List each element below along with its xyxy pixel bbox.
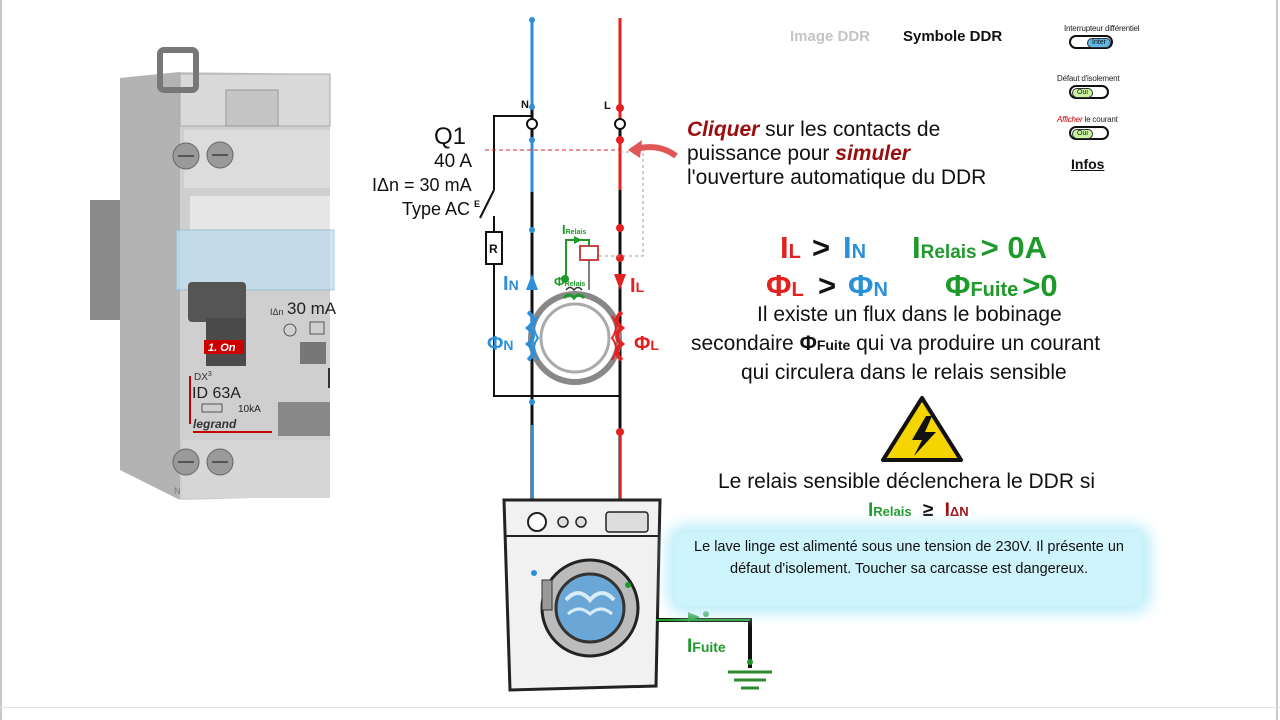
device-switch-label: 1. On [208, 342, 236, 354]
ddr-schematic: R N L Q1 40 A IΔn = 30 mA Type AC [372, 17, 678, 500]
symbole-ddr-button[interactable]: Symbole DDR [903, 28, 1003, 45]
courant-toggle-state: Oui [1072, 129, 1093, 139]
window-bottom-border [0, 707, 1280, 708]
eq-phil: ΦL [766, 268, 804, 303]
trip-inequality: IRelais ≥ IΔN [868, 500, 969, 521]
explanation-line-1: Il existe un flux dans le bobinage [757, 303, 1062, 326]
danger-warning-icon [881, 396, 963, 462]
info-box-text: Le lave linge est alimenté sous une tens… [694, 539, 1124, 577]
idn-label: IΔn = 30 mA [372, 175, 472, 195]
defaut-isolement-toggle[interactable]: Oui [1069, 85, 1109, 99]
device-dx: DX3 [194, 371, 212, 383]
window-left-border [0, 0, 2, 720]
trip-condition-text: Le relais sensible déclenchera le DDR si [718, 470, 1096, 493]
device-model: ID 63A [192, 385, 241, 402]
sensitive-relay [579, 245, 599, 261]
instruction-line-3: l'ouverture automatique du DDR [687, 166, 987, 189]
q1-label: Q1 [434, 123, 466, 150]
defaut-toggle-state: Oui [1072, 88, 1093, 98]
current-label-in: IN [503, 273, 519, 295]
ddr-device-image: 1. On IΔn 30 mA DX3 ID 63A 10kA legrand … [90, 47, 337, 500]
interrupteur-label: Interrupteur différentiel [1064, 24, 1140, 33]
eq-phifuite: ΦFuite>0 [945, 268, 1058, 303]
eq-in: IN [843, 230, 866, 265]
instruction-line-1: Cliquer sur les contacts de [687, 118, 941, 141]
device-bottom-n: N [174, 486, 181, 496]
wire-label-l: L [604, 100, 611, 112]
power-contact-l[interactable] [614, 104, 626, 130]
eq-irelais: IRelais> 0A [912, 230, 1047, 265]
instruction-line-2: puissance pour simuler [687, 142, 910, 165]
explanation-line-3: qui circulera dans le relais sensible [741, 361, 1067, 384]
flux-equation: ΦL > ΦN ΦFuite>0 [766, 268, 1058, 303]
ifuite-label: IFuite [687, 636, 726, 657]
washing-machine: IFuite [502, 498, 772, 692]
eq-phin: ΦN [848, 268, 888, 303]
interrupteur-toggle[interactable]: Inter [1069, 35, 1113, 49]
eq-gt: > [812, 230, 830, 265]
afficher-courant-label: Afficher le courant [1057, 115, 1118, 124]
eq-gt-2: > [818, 268, 836, 303]
current-label-il: IL [630, 275, 645, 297]
test-e-label: E [474, 199, 480, 209]
interrupteur-toggle-state: Inter [1087, 38, 1112, 48]
device-rating: 30 mA [287, 299, 337, 318]
type-label: Type AC [402, 199, 470, 219]
infos-button[interactable]: Infos [1071, 156, 1105, 172]
window-right-border [1276, 0, 1278, 720]
explanation-line-2: secondaire ΦFuite qui va produire un cou… [691, 332, 1101, 355]
resistor-label: R [489, 242, 498, 256]
eq-il: IL [780, 230, 801, 265]
device-break-capacity: 10kA [238, 404, 261, 415]
q1-rating: 40 A [434, 151, 472, 172]
flux-label-n: ΦN [487, 333, 514, 355]
phi-relais-label: ΦRelais [554, 274, 585, 289]
image-ddr-button[interactable]: Image DDR [790, 28, 871, 45]
info-box: Le lave linge est alimenté sous une tens… [675, 532, 1143, 606]
toroid-core [524, 286, 626, 385]
afficher-courant-toggle[interactable]: Oui [1069, 126, 1109, 140]
current-equation: IL > IN IRelais> 0A [780, 230, 1047, 265]
device-brand: legrand [193, 417, 237, 431]
wire-label-n: N [521, 99, 529, 111]
irelais-label: IRelais [562, 222, 586, 237]
device-idn-symbol: IΔn [270, 307, 284, 317]
flux-label-l: ΦL [634, 333, 659, 355]
defaut-isolement-label: Défaut d'isolement [1057, 74, 1120, 83]
